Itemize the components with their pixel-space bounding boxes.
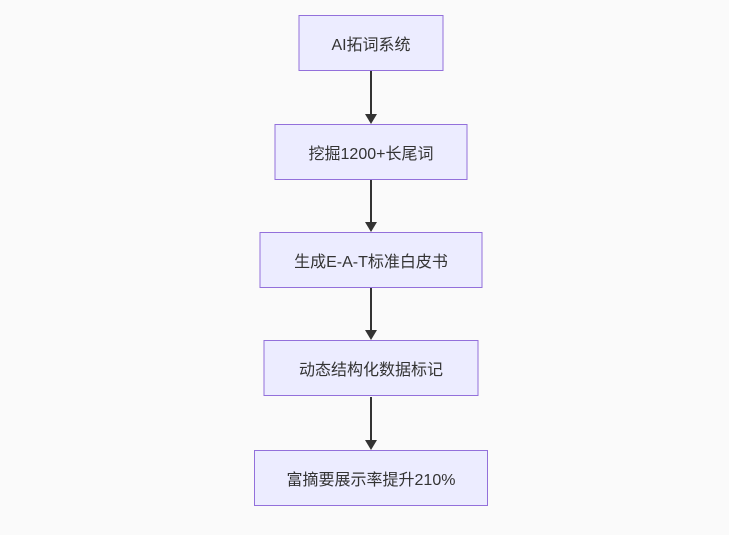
node-label: 动态结构化数据标记 [298, 362, 443, 379]
node-longtail-mining: 挖掘1200+长尾词 [274, 124, 468, 180]
arrowhead-down-icon [365, 440, 377, 450]
node-label: 生成E-A-T标准白皮书 [294, 254, 448, 271]
node-label: 挖掘1200+长尾词 [308, 146, 434, 163]
arrowhead-down-icon [365, 330, 377, 340]
arrow-line [370, 288, 372, 330]
arrowhead-down-icon [365, 114, 377, 124]
node-label: AI拓词系统 [331, 37, 411, 54]
arrowhead-down-icon [365, 222, 377, 232]
arrow-line [370, 71, 372, 114]
node-label: 富摘要展示率提升210% [286, 472, 456, 489]
node-eat-whitepaper: 生成E-A-T标准白皮书 [259, 232, 483, 288]
flow-arrow-2 [365, 180, 377, 232]
arrow-line [370, 397, 372, 440]
flow-arrow-1 [365, 71, 377, 124]
arrow-line [370, 180, 372, 222]
node-ai-keyword-system: AI拓词系统 [298, 15, 444, 71]
node-rich-snippet-result: 富摘要展示率提升210% [254, 450, 488, 506]
node-structured-data: 动态结构化数据标记 [263, 340, 479, 396]
flow-arrow-3 [365, 288, 377, 340]
flow-arrow-4 [365, 397, 377, 450]
